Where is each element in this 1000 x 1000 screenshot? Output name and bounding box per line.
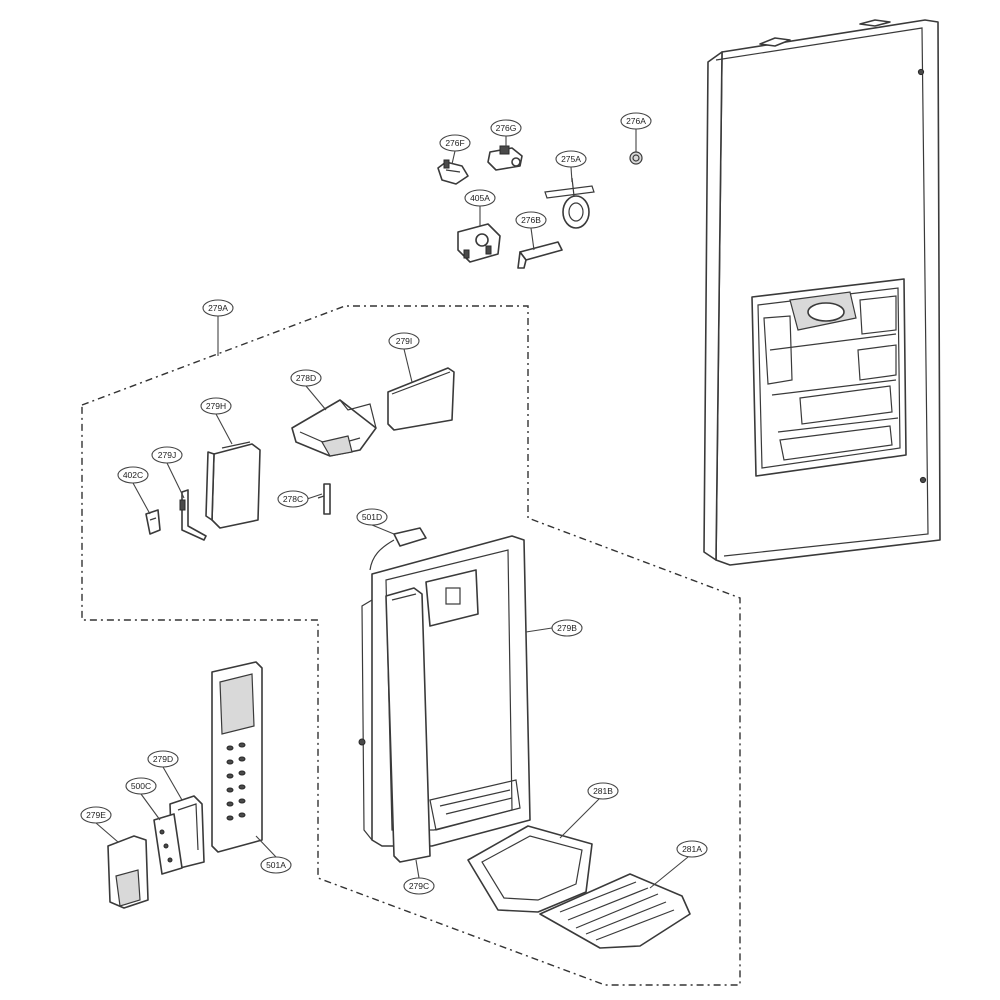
callout-501D: 501D (356, 508, 388, 526)
callout-279B: 279B (551, 619, 583, 637)
part-405A (457, 223, 501, 263)
callout-279E: 279E (80, 806, 112, 824)
part-279E (107, 835, 149, 909)
part-278D (291, 399, 377, 457)
callout-label: 501D (362, 512, 382, 522)
callout-label: 279H (206, 401, 226, 411)
callout-label: 501A (266, 860, 286, 870)
callout-279A: 279A (202, 299, 234, 317)
callout-276B: 276B (515, 211, 547, 229)
part-279I (387, 367, 455, 431)
part-276A (629, 151, 643, 165)
callout-label: 275A (561, 154, 581, 164)
callout-label: 281B (593, 786, 613, 796)
door-panel (703, 19, 941, 566)
callout-label: 276F (445, 138, 464, 148)
callout-279J: 279J (151, 446, 183, 464)
callout-276A: 276A (620, 112, 652, 130)
part-275A (544, 177, 595, 229)
callout-501A: 501A (260, 856, 292, 874)
part-276B (517, 241, 563, 269)
callout-label: 279B (557, 623, 577, 633)
callout-281B: 281B (587, 782, 619, 800)
part-402C (145, 509, 161, 535)
callout-279H: 279H (200, 397, 232, 415)
leader-lines (95, 129, 689, 889)
callout-label: 279J (158, 450, 176, 460)
callout-label: 276G (496, 123, 517, 133)
part-501A (211, 661, 263, 853)
callout-402C: 402C (117, 466, 149, 484)
keypad-buttons (226, 742, 246, 821)
callout-278D: 278D (290, 369, 322, 387)
callout-276F: 276F (439, 134, 471, 152)
part-501D (369, 527, 427, 571)
callout-279I: 279I (388, 332, 420, 350)
part-500C (153, 813, 183, 875)
part-279B (358, 535, 531, 847)
callout-label: 500C (131, 781, 151, 791)
callout-label: 278C (283, 494, 303, 504)
callout-281A: 281A (676, 840, 708, 858)
part-281B (467, 825, 593, 913)
callout-label: 279C (409, 881, 429, 891)
callout-label: 276B (521, 215, 541, 225)
assembly-boundary (81, 305, 741, 986)
callout-label: 279A (208, 303, 228, 313)
part-279C (385, 587, 431, 863)
callout-label: 279I (396, 336, 413, 346)
part-278C (317, 483, 331, 515)
callout-label: 278D (296, 373, 316, 383)
callout-500C: 500C (125, 777, 157, 795)
callout-276G: 276G (490, 119, 522, 137)
part-279H (205, 441, 261, 529)
part-276G (487, 145, 523, 171)
callout-label: 281A (682, 844, 702, 854)
callout-279C: 279C (403, 877, 435, 895)
part-279J (179, 489, 207, 541)
part-276F (437, 159, 469, 185)
callout-label: 276A (626, 116, 646, 126)
callout-275A: 275A (555, 150, 587, 168)
callout-label: 405A (470, 193, 490, 203)
callout-label: 279D (153, 754, 173, 764)
callout-405A: 405A (464, 189, 496, 207)
callout-279D: 279D (147, 750, 179, 768)
callout-278C: 278C (277, 490, 309, 508)
callout-label: 402C (123, 470, 143, 480)
part-281A (539, 873, 691, 949)
callout-label: 279E (86, 810, 106, 820)
